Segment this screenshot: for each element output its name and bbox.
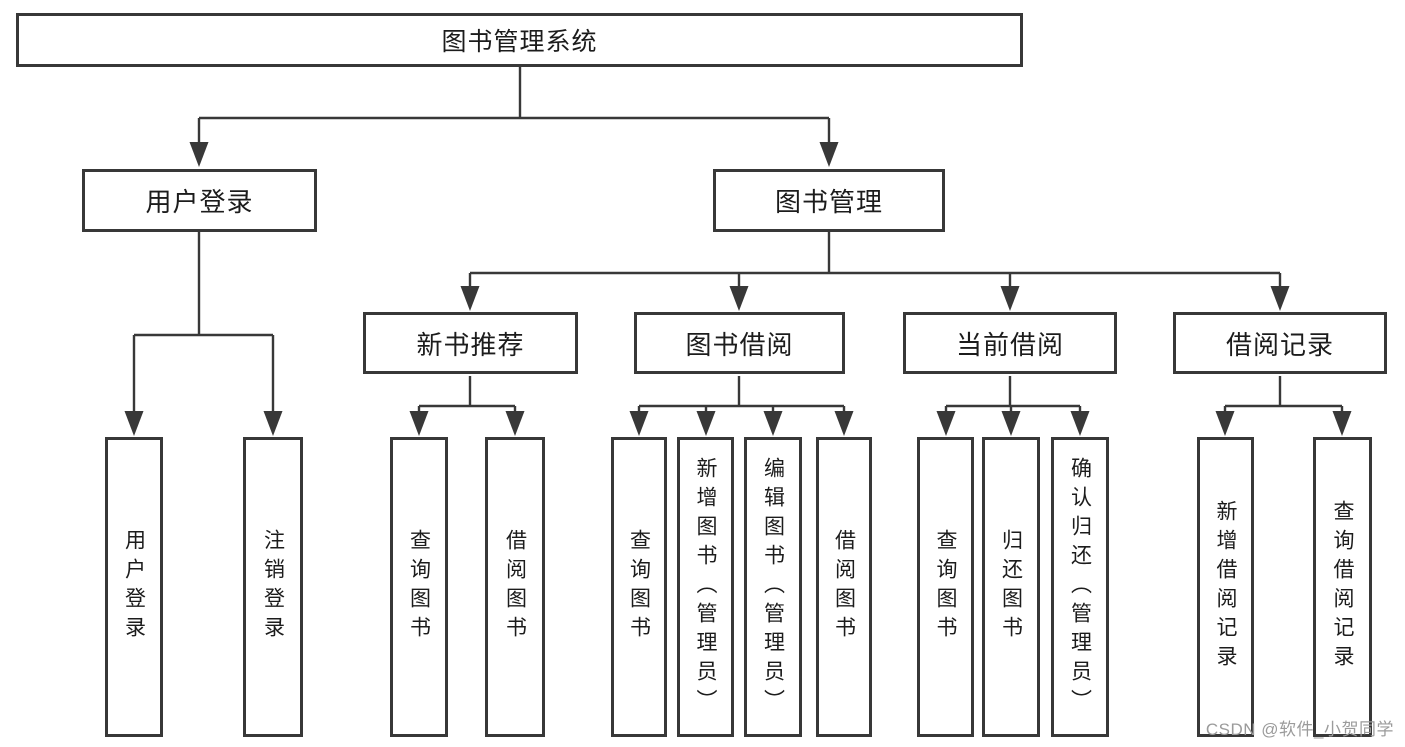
leaf-return-book: 归还图书	[982, 437, 1040, 737]
leaf-label: 注销登录	[261, 529, 285, 645]
leaf-confirm-return-admin: 确认归还（管理员）	[1051, 437, 1109, 737]
leaf-add-borrow-record: 新增借阅记录	[1197, 437, 1254, 737]
arrowheads	[124, 142, 1352, 436]
leaf-query-books-borrow: 查询图书	[611, 437, 667, 737]
node-borrow-records: 借阅记录	[1173, 312, 1387, 374]
node-user-login: 用户登录	[82, 169, 317, 232]
leaf-label: 查询图书	[934, 529, 957, 645]
leaf-user-login: 用户登录	[105, 437, 163, 737]
leaf-query-borrow-record: 查询借阅记录	[1313, 437, 1372, 737]
leaf-borrow-books-recommend: 借阅图书	[485, 437, 545, 737]
csdn-watermark: CSDN @软件_小贺同学	[1205, 720, 1394, 739]
node-library-management-system: 图书管理系统	[16, 13, 1023, 67]
leaf-edit-book-admin: 编辑图书（管理员）	[744, 437, 802, 737]
leaf-query-books-current: 查询图书	[917, 437, 974, 737]
leaf-logout: 注销登录	[243, 437, 303, 737]
leaf-label: 确认归还（管理员）	[1068, 456, 1092, 718]
leaf-label: 查询图书	[627, 529, 651, 645]
node-label: 新书推荐	[416, 329, 525, 360]
leaf-borrow-books: 借阅图书	[816, 437, 872, 737]
leaf-label: 新增借阅记录	[1214, 500, 1237, 674]
node-current-borrow: 当前借阅	[903, 312, 1117, 374]
node-book-borrow: 图书借阅	[634, 312, 845, 374]
leaf-query-books-recommend: 查询图书	[390, 437, 448, 737]
leaf-add-book-admin: 新增图书（管理员）	[677, 437, 734, 737]
leaf-label: 借阅图书	[503, 529, 527, 645]
node-label: 图书管理系统	[441, 28, 598, 56]
leaf-label: 用户登录	[122, 529, 146, 645]
leaf-label: 编辑图书（管理员）	[761, 456, 785, 718]
node-label: 图书借阅	[685, 329, 794, 360]
leaf-label: 查询借阅记录	[1331, 500, 1354, 674]
node-label: 图书管理	[774, 187, 883, 217]
leaf-label: 归还图书	[999, 529, 1023, 645]
node-label: 当前借阅	[955, 329, 1064, 360]
node-label: 用户登录	[145, 187, 254, 217]
leaf-label: 新增图书（管理员）	[694, 456, 717, 718]
node-book-management: 图书管理	[713, 169, 945, 232]
node-new-book-recommend: 新书推荐	[363, 312, 578, 374]
leaf-label: 借阅图书	[832, 529, 856, 645]
leaf-label: 查询图书	[407, 529, 431, 645]
node-label: 借阅记录	[1225, 329, 1334, 360]
